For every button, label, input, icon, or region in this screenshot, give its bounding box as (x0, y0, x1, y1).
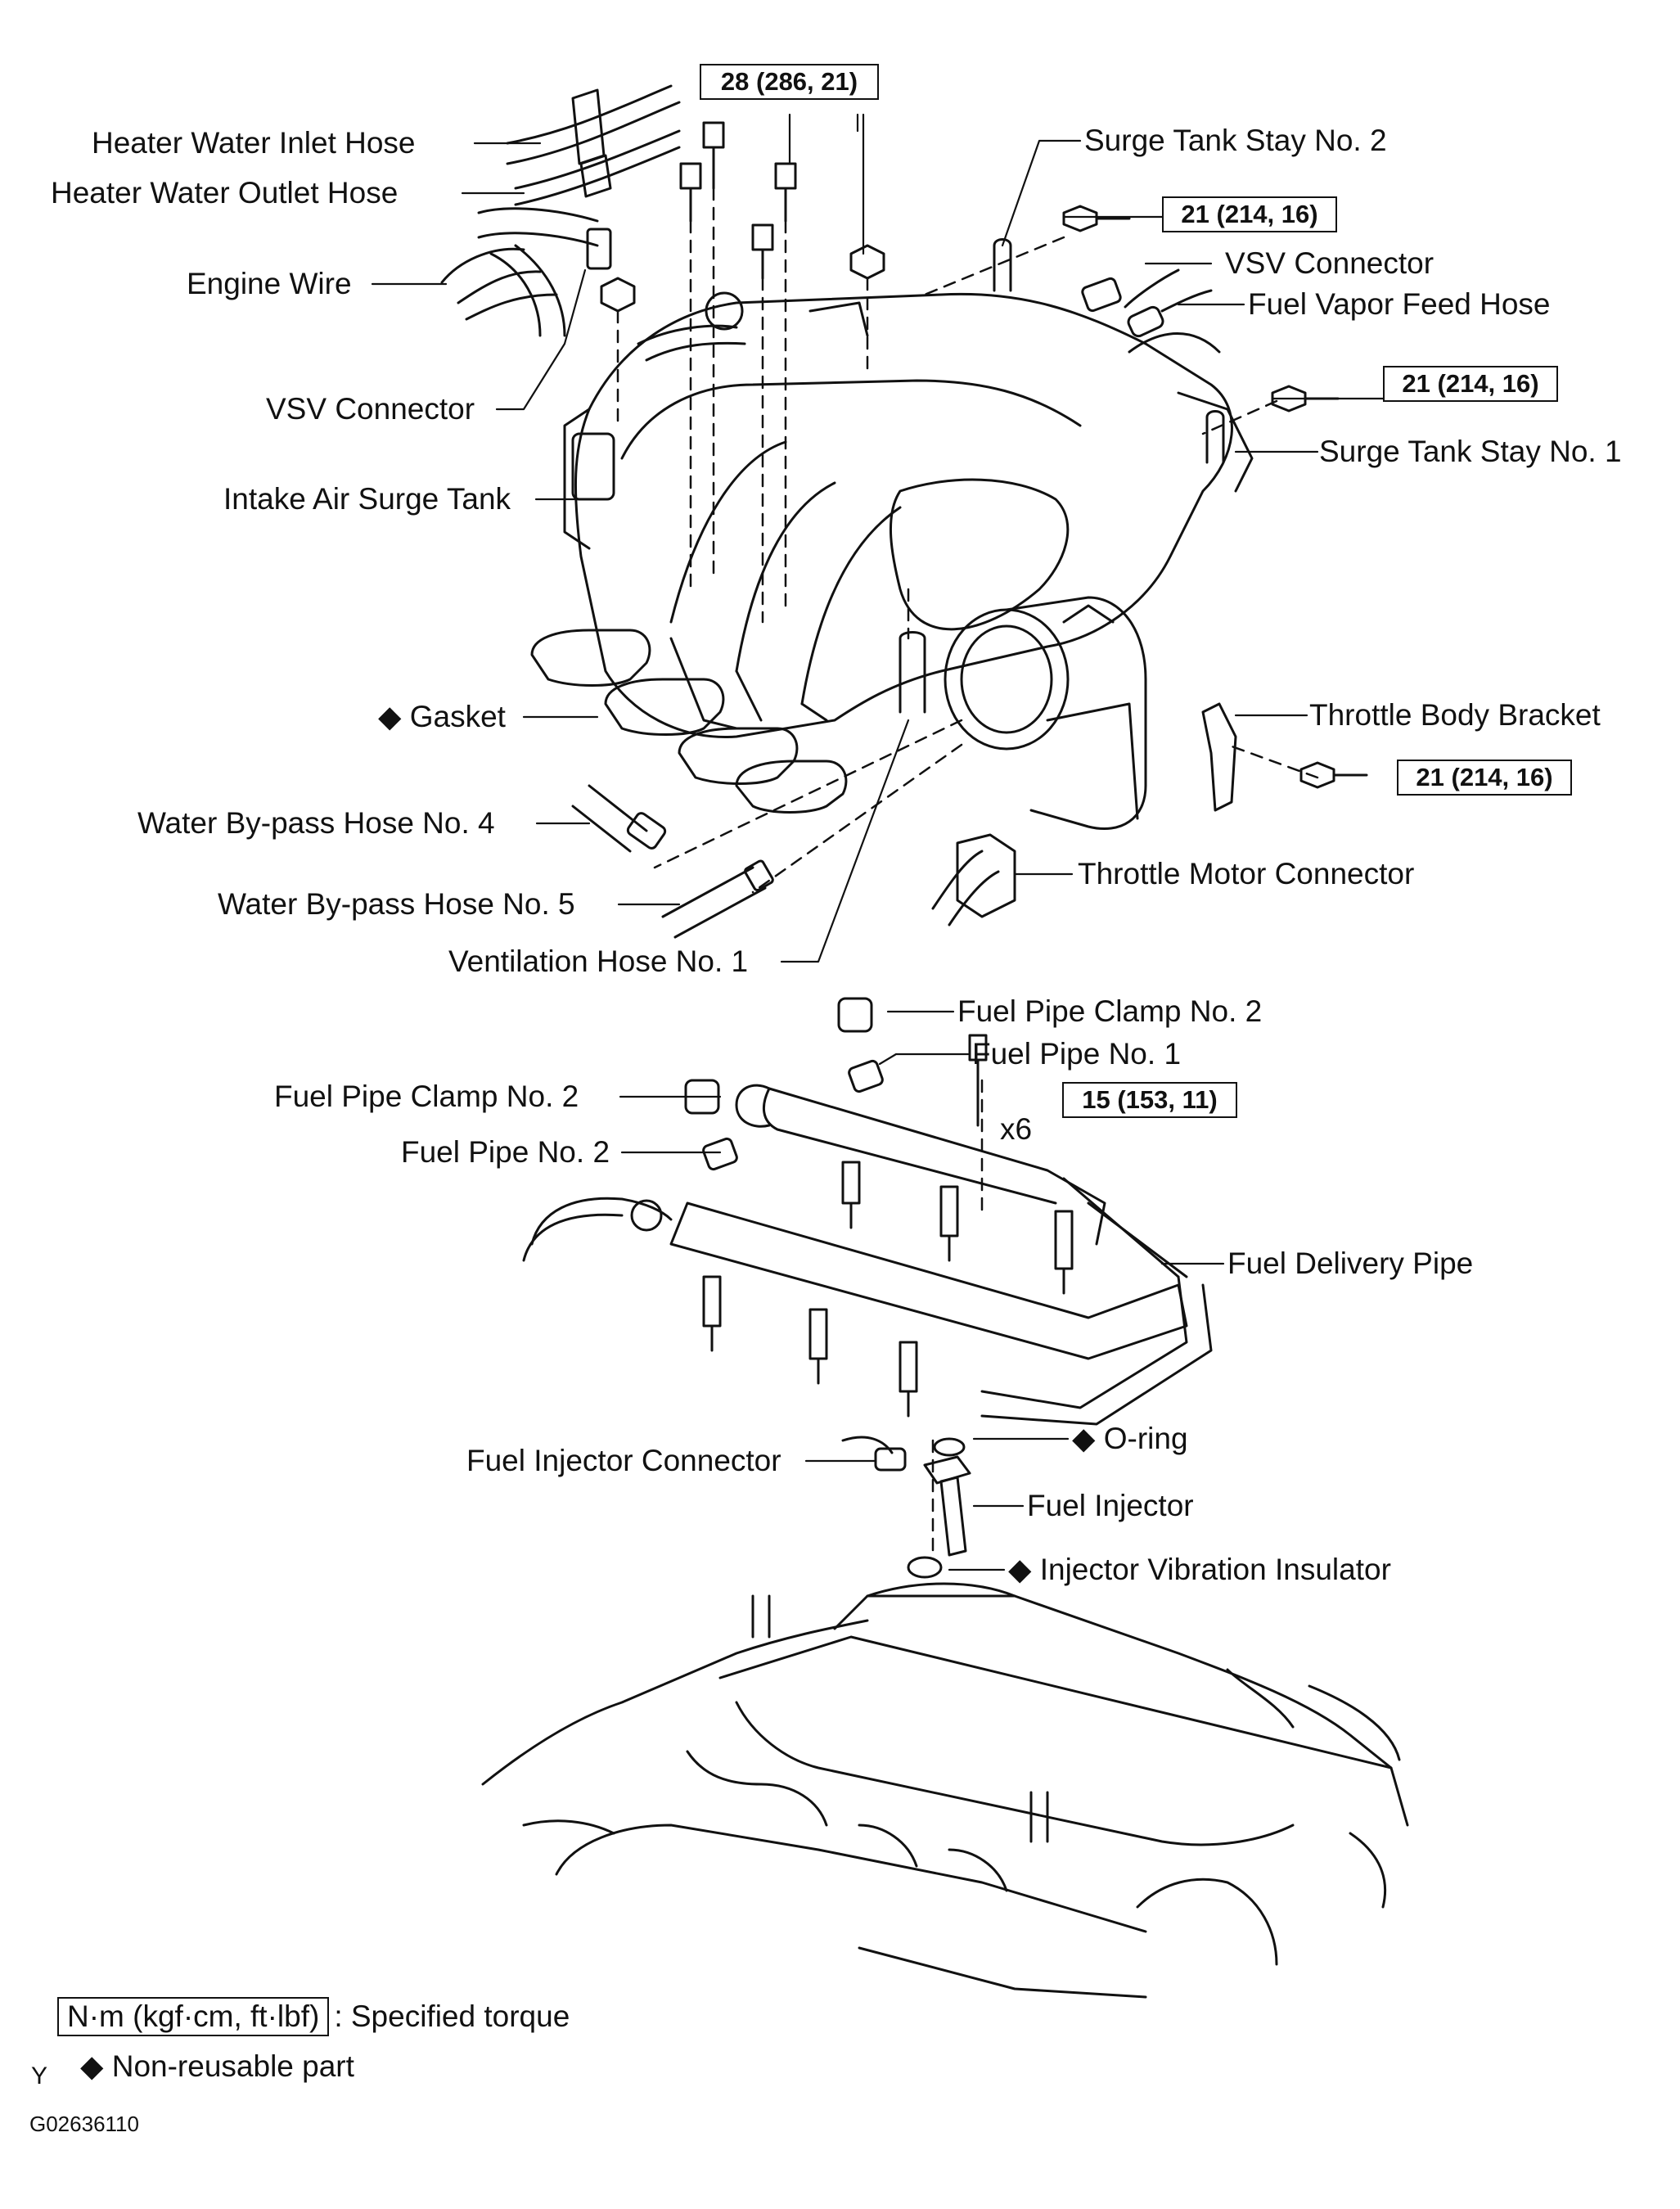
label-fuel-vapor-feed-hose: Fuel Vapor Feed Hose (1248, 287, 1551, 321)
figure-id: G02636110 (29, 2112, 139, 2136)
bypass-hoses-drawing (571, 631, 926, 939)
label-injector-vibration-insulator: ◆ Injector Vibration Insulator (1008, 1553, 1391, 1586)
label-vsv-connector-left: VSV Connector (266, 392, 475, 426)
label-vsv-connector-right: VSV Connector (1225, 246, 1435, 280)
surge-tank-stay-drawings (993, 238, 1225, 464)
label-fuel-delivery-pipe: Fuel Delivery Pipe (1227, 1247, 1474, 1280)
label-surge-tank-stay-1: Surge Tank Stay No. 1 (1319, 435, 1622, 468)
y-mark: Y (31, 2062, 48, 2090)
label-heater-water-inlet-hose: Heater Water Inlet Hose (92, 126, 416, 160)
label-fuel-pipe-clamp-2-left: Fuel Pipe Clamp No. 2 (274, 1080, 579, 1113)
legend-torque: N·m (kgf·cm, ft·lbf): Specified torque (57, 1997, 570, 2036)
engine-block-drawing (481, 1582, 1409, 1999)
label-fuel-injector-connector: Fuel Injector Connector (466, 1444, 781, 1477)
label-fuel-pipe-clamp-2-right: Fuel Pipe Clamp No. 2 (957, 994, 1263, 1028)
intake-air-surge-tank-drawing (563, 291, 1254, 738)
legend-torque-unit: N·m (kgf·cm, ft·lbf) (57, 1997, 330, 2036)
label-ventilation-hose-1: Ventilation Hose No. 1 (448, 944, 749, 978)
label-water-bypass-hose-4: Water By-pass Hose No. 4 (137, 806, 495, 840)
label-water-bypass-hose-5: Water By-pass Hose No. 5 (218, 887, 575, 921)
label-engine-wire: Engine Wire (187, 267, 352, 300)
fuel-delivery-pipe-drawing (522, 1084, 1213, 1426)
engine-wire-drawing (440, 207, 612, 337)
legend-torque-text: : Specified torque (334, 1999, 570, 2033)
label-throttle-motor-connector: Throttle Motor Connector (1078, 857, 1415, 890)
label-throttle-body-bracket: Throttle Body Bracket (1309, 698, 1601, 732)
label-fuel-injector: Fuel Injector (1027, 1489, 1194, 1522)
label-fuel-pipe-2: Fuel Pipe No. 2 (401, 1135, 610, 1169)
legend-nonreusable: ◆ Non-reusable part (80, 2049, 354, 2083)
label-heater-water-outlet-hose: Heater Water Outlet Hose (51, 176, 399, 210)
leader-lines (371, 78, 1385, 1571)
heater-hoses-drawing (506, 84, 681, 206)
throttle-body-drawing (944, 596, 1147, 831)
gasket-drawing (530, 629, 848, 814)
torque-box-15: 15 (153, 11) (1062, 1082, 1237, 1118)
label-gasket: ◆ Gasket (378, 700, 506, 733)
label-o-ring: ◆ O-ring (1072, 1422, 1188, 1455)
throttle-motor-connector-drawing (931, 833, 1016, 926)
torque-box-21-stay2: 21 (214, 16) (1162, 196, 1337, 232)
label-x6: x6 (1000, 1112, 1033, 1146)
vsv-connector-right-drawing (1081, 268, 1213, 338)
fuel-injector-drawing (841, 1436, 971, 1579)
torque-box-21-stay1: 21 (214, 16) (1383, 366, 1558, 402)
label-fuel-pipe-1: Fuel Pipe No. 1 (972, 1037, 1182, 1071)
top-bolts-drawing (600, 121, 885, 313)
torque-box-28: 28 (286, 21) (700, 64, 879, 100)
label-intake-air-surge-tank: Intake Air Surge Tank (223, 482, 511, 516)
torque-box-21-bracket: 21 (214, 16) (1397, 760, 1572, 796)
throttle-body-bracket-drawing (1201, 702, 1237, 812)
label-surge-tank-stay-2: Surge Tank Stay No. 2 (1084, 124, 1387, 157)
